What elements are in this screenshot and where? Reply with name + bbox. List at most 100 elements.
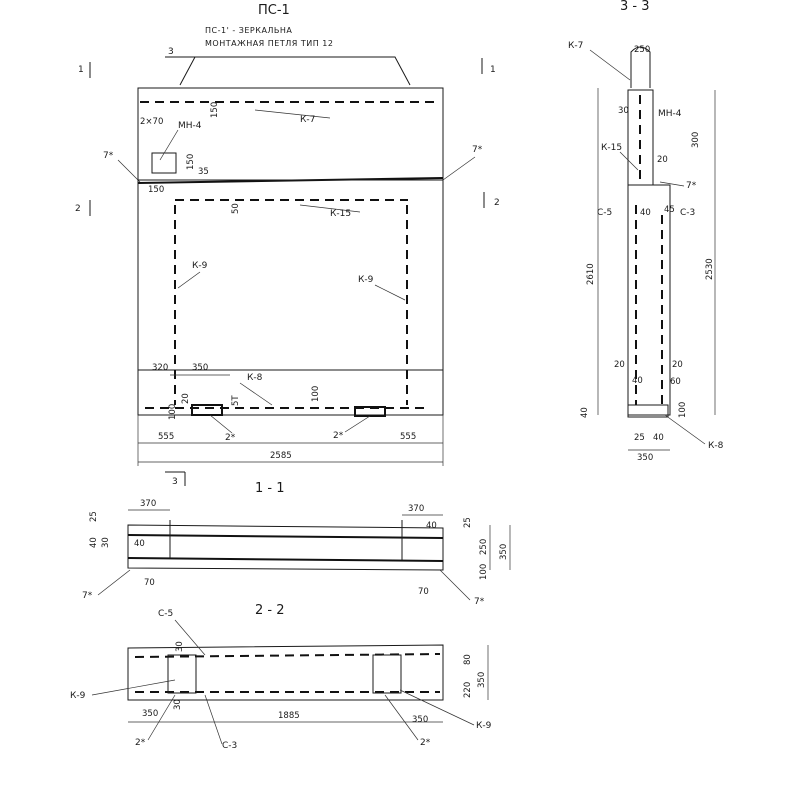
dim-100-mid: 100 (311, 386, 321, 402)
s11-dim-25-left: 25 (89, 511, 99, 522)
s33-dim-40-d: 40 (653, 433, 664, 443)
section-3-3-title: 3 - 3 (620, 0, 650, 14)
s33-dim-60: 60 (670, 377, 681, 387)
main-title: ПС-1 (258, 3, 290, 18)
weld-2-right: 2* (333, 431, 344, 441)
s33-c3-label: С-3 (680, 208, 695, 218)
s22-dim-220: 220 (463, 682, 473, 698)
s33-dim-40-a: 40 (640, 208, 651, 218)
dim-555-right: 555 (400, 432, 416, 442)
dim-2x70: 2×70 (140, 117, 163, 127)
lifting-loop-note: МОНТАЖНАЯ ПЕТЛЯ ТИП 12 (205, 39, 333, 48)
s33-dim-20-a: 20 (657, 155, 668, 165)
bottom-embed-left (191, 404, 223, 416)
dim-555-left: 555 (158, 432, 174, 442)
s33-dim-100: 100 (678, 402, 688, 418)
s11-dim-70-right: 70 (418, 587, 429, 597)
cut-1-left: 1 (78, 65, 84, 75)
dim-320: 320 (152, 363, 168, 373)
k9-right-label: К-9 (358, 275, 374, 285)
s11-dim-100: 100 (479, 564, 489, 580)
section-1-1: 370 370 25 40 30 40 70 40 25 250 350 100… (82, 499, 511, 607)
s22-weld-2-left: 2* (135, 738, 146, 748)
s33-k15-leader (619, 151, 639, 171)
s11-dim-40-mid: 40 (134, 539, 145, 549)
k7-label: К-7 (300, 115, 315, 125)
section-1-1-title: 1 - 1 (255, 481, 285, 496)
weld-7-left: 7* (103, 151, 114, 161)
s11-dim-370-left: 370 (140, 499, 156, 509)
s33-dim-350: 350 (637, 453, 653, 463)
section-2-2: С-5 30 К-9 350 30 1885 350 220 80 350 К-… (70, 609, 492, 751)
s33-k7-label: К-7 (568, 41, 583, 51)
dim-150-c: 150 (148, 185, 164, 195)
s22-weld-2-right: 2* (420, 738, 431, 748)
s22-c5-leader (174, 619, 206, 656)
s11-dim-350: 350 (499, 544, 509, 560)
k15-label: К-15 (330, 209, 351, 219)
s11-weld-7-left: 7* (82, 591, 93, 601)
s22-dim-30-top: 30 (175, 641, 185, 652)
s22-dim-80: 80 (463, 654, 473, 665)
s22-k9-right-leader (399, 689, 475, 726)
s11-dim-250: 250 (479, 539, 489, 555)
dim-150-b: 150 (186, 154, 196, 170)
s22-weld-2-left-leader (147, 694, 176, 741)
cut-2-left: 2 (75, 204, 81, 214)
s33-dim-300: 300 (691, 132, 701, 148)
section-2-2-title: 2 - 2 (255, 603, 285, 618)
mirror-note: ПС-1' - ЗЕРКАЛЬНА (205, 26, 292, 35)
s22-c3-leader (204, 694, 223, 745)
mn4-label: МН-4 (178, 121, 202, 131)
s33-dim-40-b: 40 (632, 376, 643, 386)
dim-350: 350 (192, 363, 208, 373)
s22-right-column (372, 654, 402, 694)
s33-dim-250: 250 (634, 45, 650, 55)
cut-1-right: 1 (490, 65, 496, 75)
s11-weld-7-right: 7* (474, 597, 485, 607)
s11-dim-70-left: 70 (144, 578, 155, 588)
s33-dim-30: 30 (618, 106, 629, 116)
s11-dim-40-right: 40 (426, 521, 437, 531)
s33-dim-40-c: 40 (580, 407, 590, 418)
weld-7-right: 7* (472, 145, 483, 155)
s33-c5-label: С-5 (597, 208, 612, 218)
s11-dim-25-right: 25 (463, 517, 473, 528)
s11-dim-40-left: 40 (89, 537, 99, 548)
dim-35: 35 (198, 167, 209, 177)
s22-k9-left-label: К-9 (70, 691, 86, 701)
cut-2-right: 2 (494, 198, 500, 208)
mn4-leader (159, 129, 179, 161)
mn4-embed (151, 152, 177, 174)
k8-leader (239, 382, 273, 406)
k8-label: К-8 (247, 373, 263, 383)
s22-c3-label: С-3 (222, 741, 237, 751)
s33-dim-25: 25 (634, 433, 645, 443)
s11-mid-layer (127, 557, 444, 562)
weld-2-left: 2* (225, 433, 236, 443)
s22-slab (127, 644, 444, 701)
s11-weld-7-left-leader (97, 569, 131, 596)
s33-dim-20-c: 20 (672, 360, 683, 370)
weld-2-right-leader (344, 415, 371, 433)
weld-7-left-leader (117, 159, 141, 183)
s11-weld-7-right-leader (439, 569, 471, 601)
section-3-3: К-7 250 30 МН-4 300 К-15 20 7* С-5 40 45… (568, 41, 724, 463)
dim-100-left: 100 (168, 404, 178, 420)
weld-7-right-leader (442, 156, 476, 181)
s11-dim-30: 30 (101, 537, 111, 548)
s33-dim-45: 45 (664, 205, 675, 215)
s22-weld-2-right-leader (384, 694, 419, 741)
s11-slab (127, 524, 444, 571)
dim-2585: 2585 (270, 451, 292, 461)
s33-dim-2530: 2530 (705, 258, 715, 280)
k9-left-leader (177, 271, 201, 289)
k9-left-label: К-9 (192, 261, 208, 271)
s33-mn4-label: МН-4 (658, 109, 682, 119)
s33-dim-2610: 2610 (586, 263, 596, 285)
s22-dim-1885: 1885 (278, 711, 300, 721)
weld-2-left-leader (209, 414, 233, 434)
s22-k9-left-leader (91, 679, 176, 696)
s11-dim-370-right: 370 (408, 504, 424, 514)
main-elevation: 3 К-7 МН-4 2×70 150 150 35 150 7* 7* 1 1… (75, 47, 500, 487)
